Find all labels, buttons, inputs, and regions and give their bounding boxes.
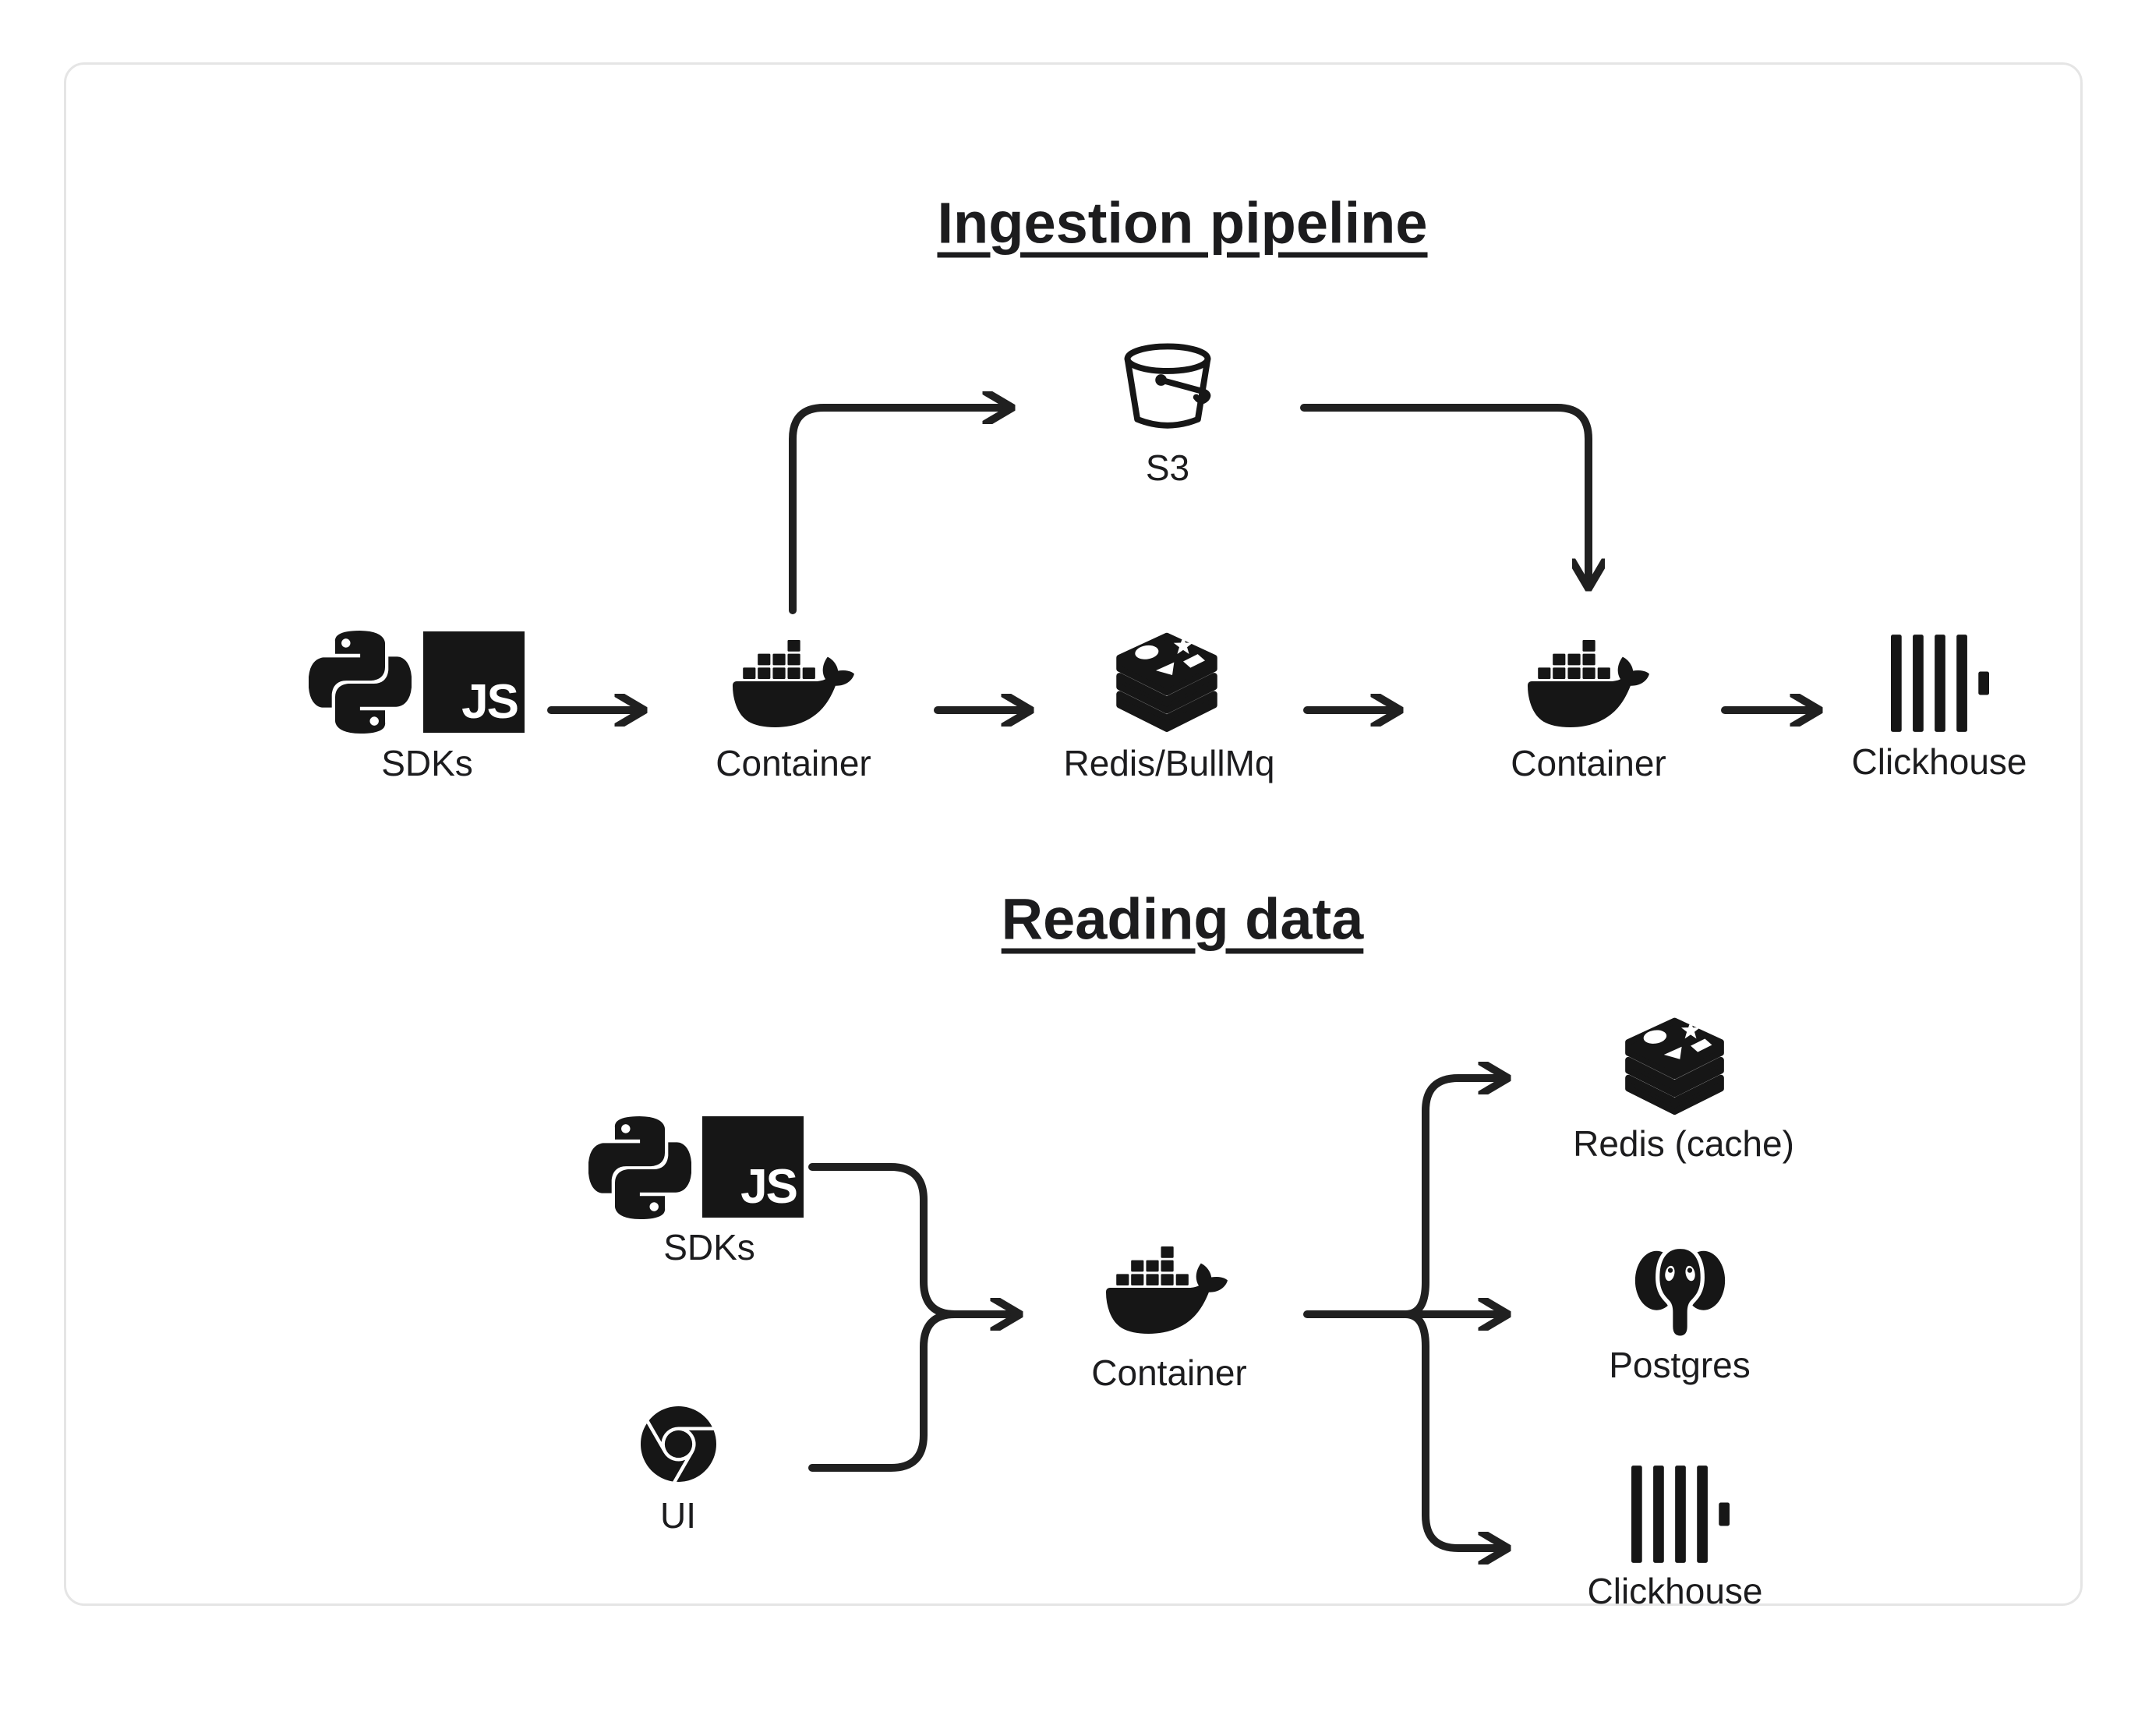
reading-sdks-label: SDKs [663, 1227, 755, 1268]
reading-title: Reading data [1001, 886, 1364, 952]
ingestion-title: Ingestion pipeline [937, 190, 1428, 256]
line-ui-merge [808, 1310, 959, 1472]
arrow-container-to-redis-cache [1401, 1078, 1507, 1318]
line-sdks-merge [808, 1163, 959, 1318]
postgres-icon [1629, 1239, 1731, 1341]
ingestion-sdks-label: SDKs [381, 743, 473, 783]
redis-icon [1621, 1017, 1728, 1117]
docker-icon [1528, 623, 1649, 744]
ingestion-clickhouse-label: Clickhouse [1851, 741, 2027, 782]
javascript-icon: JS [423, 631, 525, 733]
diagram-card: Ingestion pipeline Reading data S3 JS SD… [64, 62, 2083, 1611]
redis-icon [1112, 632, 1221, 734]
ingestion-container-first-label: Container [716, 743, 871, 783]
arrow-s3-to-container [1300, 404, 1588, 587]
redis-cache-label: Redis (cache) [1573, 1123, 1794, 1164]
reading-container-label: Container [1091, 1352, 1247, 1393]
docker-icon [1106, 1229, 1228, 1351]
javascript-icon: JS [702, 1116, 804, 1218]
postgres-label: Postgres [1609, 1345, 1751, 1385]
ui-label: UI [660, 1495, 696, 1536]
python-icon [588, 1116, 691, 1219]
reading-clickhouse-label: Clickhouse [1587, 1571, 1763, 1611]
s3-bucket-icon [1118, 339, 1217, 437]
clickhouse-icon [1891, 635, 1989, 732]
connector-lines [547, 65, 2145, 1736]
docker-icon [733, 623, 854, 744]
ingestion-container-second-label: Container [1511, 743, 1666, 783]
chrome-browser-icon [641, 1406, 716, 1482]
python-icon [309, 631, 412, 734]
arrow-container-to-clickhouse-read [1401, 1310, 1507, 1548]
arrow-container-to-s3 [789, 408, 1011, 614]
ingestion-queue-label: Redis/BullMq [1063, 743, 1275, 783]
clickhouse-icon [1631, 1466, 1730, 1563]
s3-label: S3 [1145, 447, 1190, 488]
